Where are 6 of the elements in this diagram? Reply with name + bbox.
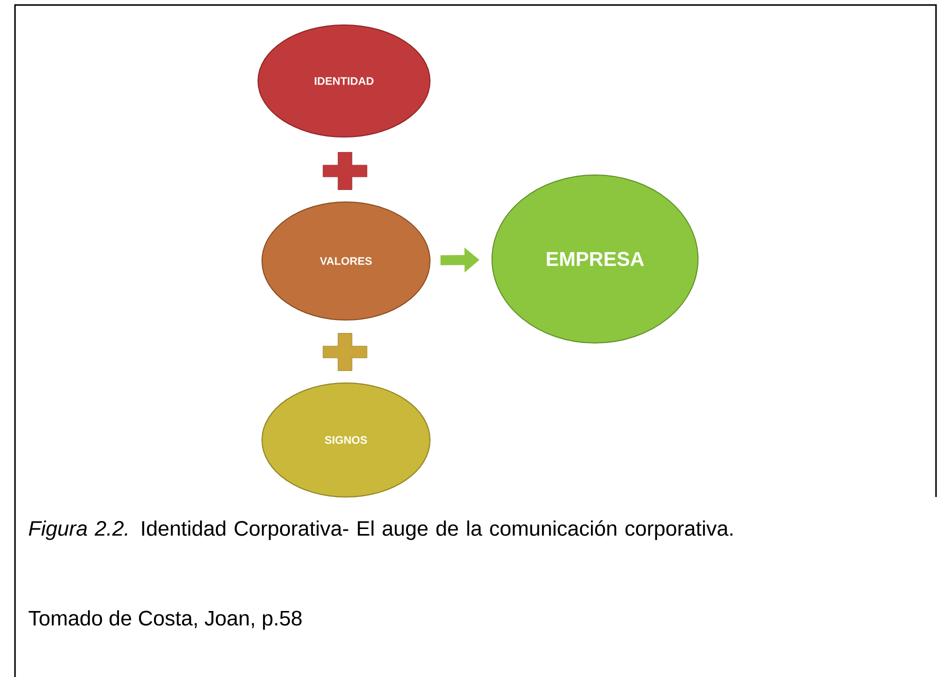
ellipse-node: IDENTIDAD: [258, 24, 430, 138]
ellipse-node: VALORES: [262, 202, 430, 320]
ellipse-node: EMPRESA: [492, 174, 698, 344]
caption: Figura 2.2. Identidad Corporativa- El auge de la comunicación corporativa.: [28, 520, 732, 540]
source-note: Tomado de Costa, Joan, p.58: [28, 610, 302, 630]
ellipse-node: SIGNOS: [262, 382, 430, 498]
